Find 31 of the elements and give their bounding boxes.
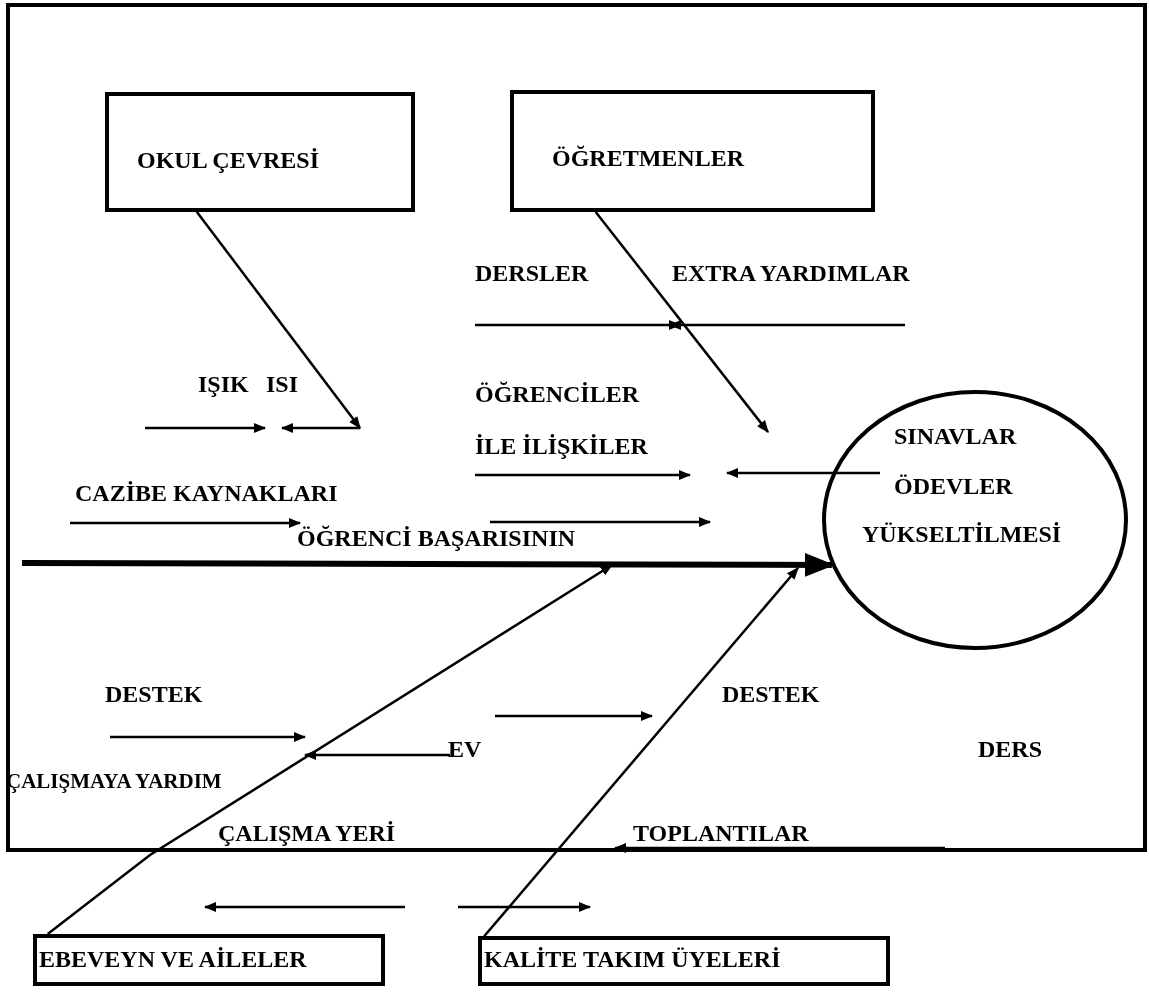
bone-arrow (483, 567, 799, 938)
cause-label: DERSLER (475, 260, 589, 287)
category-label: OKUL ÇEVRESİ (137, 147, 320, 174)
category-box (33, 934, 385, 986)
cause-label: TOPLANTILAR (633, 820, 809, 847)
cause-label: CAZİBE KAYNAKLARI (75, 480, 338, 507)
effect-text: YÜKSELTİLMESİ (862, 521, 1062, 548)
category-label: KALİTE TAKIM ÜYELERİ (484, 946, 781, 973)
category-box (478, 936, 890, 986)
cause-label: ÖĞRENCİLER İLE İLİŞKİLER (475, 380, 649, 461)
cause-label: DESTEK (105, 681, 203, 708)
cause-label: ÖĞRENCİ BAŞARISININ (297, 525, 576, 552)
category-box (510, 90, 875, 212)
cause-label: EV (448, 736, 482, 763)
bone-arrow (594, 211, 769, 433)
cause-label: DESTEK (722, 681, 820, 708)
category-label: ÖĞRETMENLER (552, 145, 745, 172)
bone-arrow (46, 563, 614, 936)
cause-label: EXTRA YARDIMLAR (672, 260, 910, 287)
cause-label: DERS (978, 736, 1043, 763)
effect-text: ÖDEVLER (894, 473, 1013, 500)
cause-label: ÇALIŞMA YERİ (218, 820, 396, 847)
spine-arrow (22, 552, 835, 577)
cause-label: ÇALIŞMAYA YARDIM (6, 770, 222, 794)
cause-label: IŞIK (198, 371, 249, 398)
cause-label: ISI (266, 371, 299, 398)
bone-arrow (195, 210, 361, 429)
effect-text: SINAVLAR (894, 423, 1017, 450)
effect-ellipse (822, 390, 1128, 650)
category-box (105, 92, 415, 212)
category-label: EBEVEYN VE AİLELER (39, 946, 307, 973)
